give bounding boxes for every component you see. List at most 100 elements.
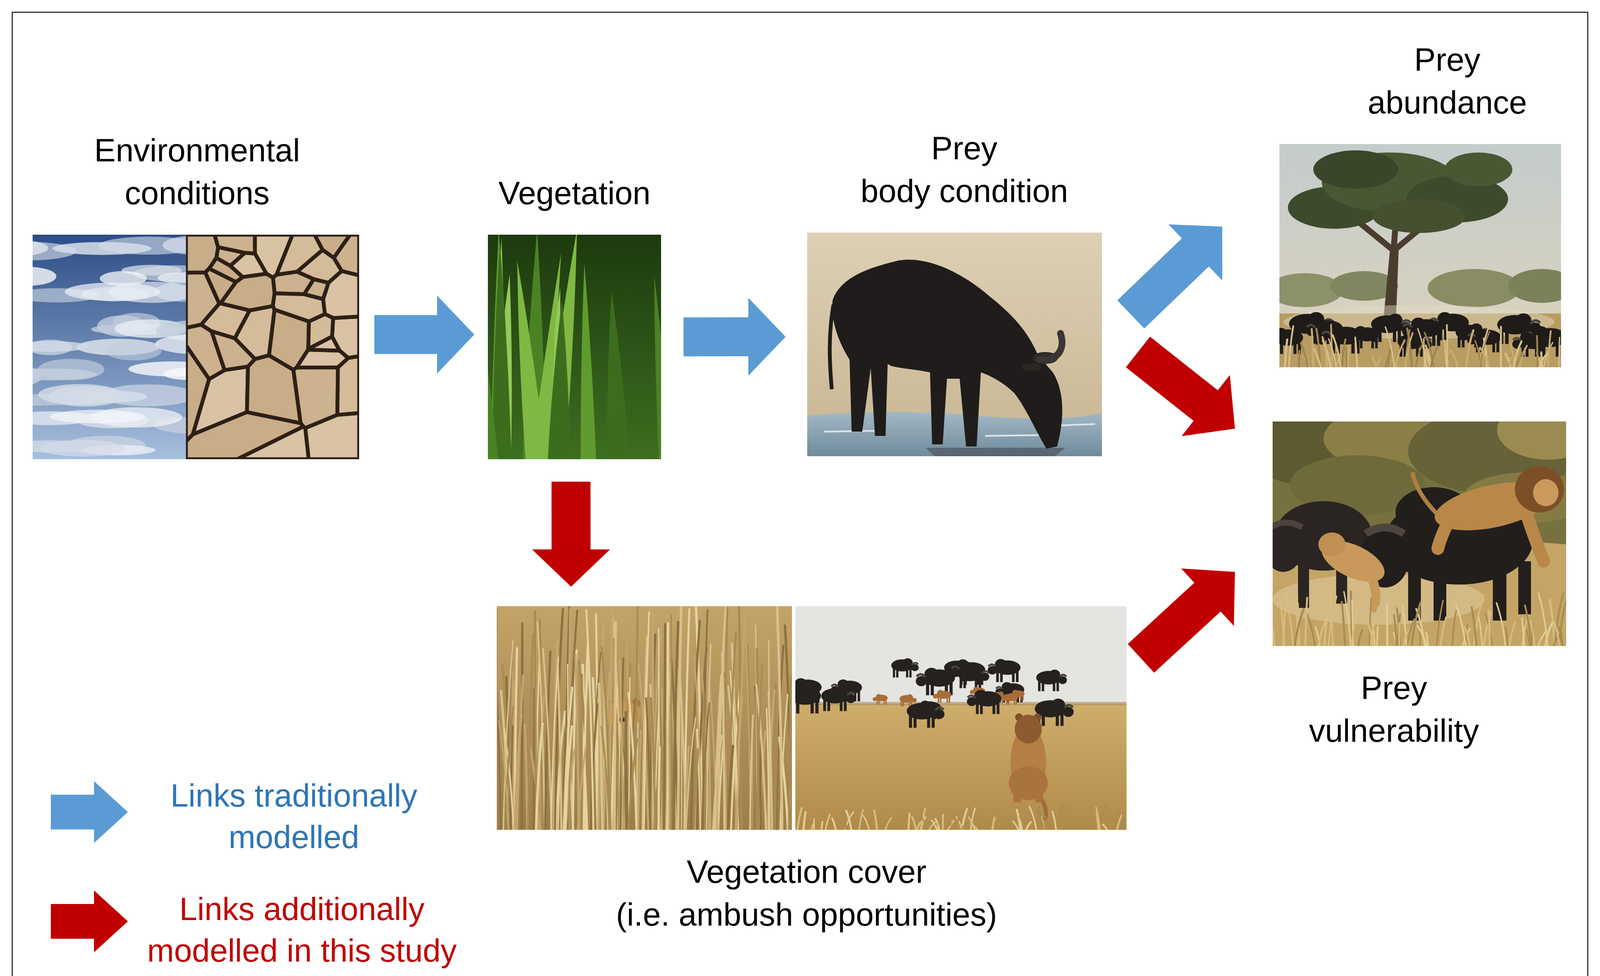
wildebeest xyxy=(915,667,956,696)
grass-stem xyxy=(908,813,910,835)
dry-earth-plate xyxy=(337,356,360,415)
antelope-hump xyxy=(906,694,914,700)
grass-stem xyxy=(832,818,837,835)
legend-arrow xyxy=(49,889,130,953)
block-arrow xyxy=(1117,224,1223,329)
grass-stem xyxy=(1508,357,1511,371)
grass-stem xyxy=(1375,357,1381,371)
grass-blade xyxy=(547,300,571,472)
grass-stem xyxy=(1440,617,1447,651)
block-arrow xyxy=(1127,568,1235,673)
grass-stem xyxy=(535,723,543,835)
grass-stem xyxy=(504,705,514,835)
cloud xyxy=(10,340,89,352)
grass-stem xyxy=(528,633,534,835)
grass-stem xyxy=(1298,350,1300,371)
wildebeest-horn xyxy=(951,666,960,669)
grass-stem xyxy=(1267,606,1275,651)
grass-stem xyxy=(1345,348,1347,371)
wildebeest-head xyxy=(933,708,945,719)
lion-mane xyxy=(1014,714,1042,744)
wildebeest-hump xyxy=(835,686,848,698)
wildebeest-hump xyxy=(994,658,1007,670)
text-line: (i.e. ambush opportunities) xyxy=(616,896,998,933)
text-line: Links traditionally xyxy=(170,774,418,817)
grass-stem xyxy=(524,724,528,835)
grass-stem xyxy=(958,822,969,835)
antelope-hump xyxy=(936,689,944,696)
legend-label: Links additionally modelled in this stud… xyxy=(147,888,457,972)
grass-stem xyxy=(1451,610,1457,651)
wildebeest-leg xyxy=(791,697,795,714)
buffalo-horn xyxy=(1268,522,1303,530)
lion-face xyxy=(1533,478,1559,507)
wildebeest-hump xyxy=(974,689,987,701)
grass-blade xyxy=(466,258,490,472)
grass-stem xyxy=(495,608,498,835)
grass-stem xyxy=(789,817,797,835)
antelope-head xyxy=(932,693,939,699)
wildebeest xyxy=(957,665,990,688)
buffalo-horn xyxy=(1365,527,1404,534)
buffalo-reflection xyxy=(925,447,1066,457)
antelope-head xyxy=(1002,696,1007,701)
wildebeest-head xyxy=(1062,706,1074,717)
grass-stem xyxy=(874,810,878,835)
grass-stem xyxy=(1301,343,1309,371)
buffalo-leg xyxy=(1275,339,1279,354)
grass-stem xyxy=(750,715,753,835)
grass-stem xyxy=(1471,606,1477,651)
wildebeest-horn xyxy=(1064,704,1073,708)
lion-mane xyxy=(1514,465,1565,513)
grass-stem xyxy=(564,726,572,835)
dry-earth-plate xyxy=(323,271,360,319)
foreground-grass xyxy=(789,805,1125,835)
grass-stem xyxy=(1521,616,1528,651)
photo-panel: Vegetation cover (i.e. ambush opportunit… xyxy=(496,606,1127,830)
antelope-hump xyxy=(1005,693,1012,699)
wildebeest xyxy=(1034,698,1074,726)
grass-stem xyxy=(824,814,831,835)
cloud xyxy=(0,266,57,286)
block-arrow xyxy=(531,481,610,587)
grass-blade xyxy=(580,262,597,472)
grass-stem xyxy=(921,815,928,835)
dry-earth-plate xyxy=(305,412,360,460)
buffalo-ear xyxy=(1021,362,1042,372)
grass-stem xyxy=(1394,614,1398,651)
buffalo-herd-photo xyxy=(1265,143,1576,371)
grass-stem xyxy=(1323,609,1329,651)
grass-stem xyxy=(658,628,659,835)
grass-stem xyxy=(1417,625,1428,651)
grass-stem xyxy=(598,683,603,835)
grass-stem xyxy=(1436,600,1443,651)
photo-panel: Vegetation xyxy=(487,234,662,460)
buffalo-hump xyxy=(1274,327,1288,340)
legend-swatch xyxy=(50,780,128,843)
grass-stem xyxy=(1397,613,1401,651)
grass-stem xyxy=(811,823,814,835)
grass-stem xyxy=(803,811,806,835)
grass-stem xyxy=(1329,592,1334,651)
grass-stem xyxy=(521,623,523,835)
grass-stem xyxy=(1019,819,1023,835)
photo-panel: Prey vulnerability xyxy=(1272,421,1567,646)
dry-ground xyxy=(807,232,1102,457)
lion-attack-photo xyxy=(1247,400,1599,651)
dry-earth-plate xyxy=(211,331,255,371)
grass-stem xyxy=(1450,350,1459,371)
grass-stem xyxy=(1465,330,1474,371)
buffalo-horn xyxy=(1401,320,1411,324)
foreground-grass xyxy=(1267,591,1567,651)
grass-stem xyxy=(1364,613,1374,651)
foreground-grass xyxy=(1284,324,1560,371)
wildebeest-horn xyxy=(847,692,856,695)
buffalo-horn xyxy=(1306,324,1315,328)
grass-stem xyxy=(490,734,495,835)
grass-stem xyxy=(1541,352,1542,371)
grass-stem xyxy=(1294,608,1304,651)
grass-stem xyxy=(581,674,582,835)
tree-canopy xyxy=(1313,150,1398,189)
grass-stem xyxy=(728,632,737,835)
grass-stem xyxy=(1341,601,1346,651)
